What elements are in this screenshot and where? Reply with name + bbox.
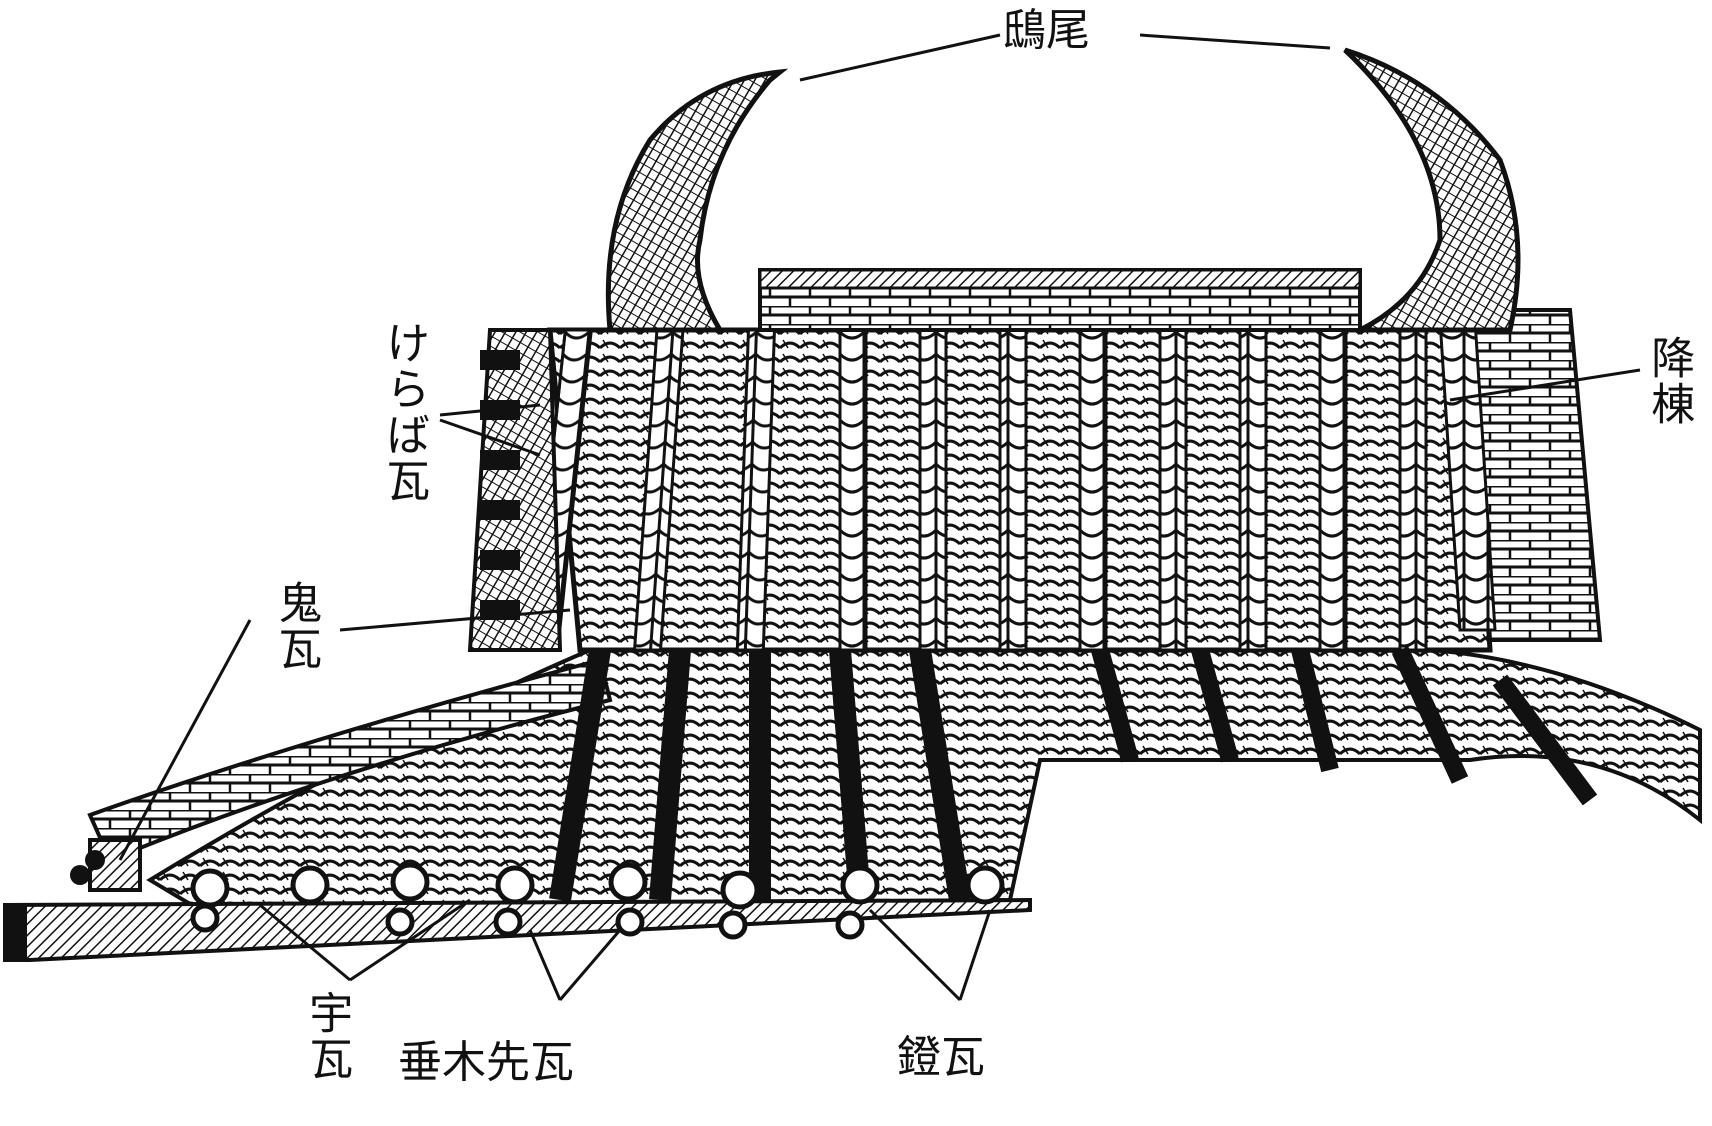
keraba-tiles <box>467 328 563 652</box>
ridge <box>758 268 1362 332</box>
label-abumi: 鐙瓦 <box>897 1032 985 1083</box>
label-shibi: 鴟尾 <box>1002 5 1090 56</box>
label-nokigawara: 宇瓦 <box>301 990 353 1082</box>
shibi-left <box>605 68 789 333</box>
shibi-right <box>1343 47 1521 333</box>
end-tiles <box>190 862 1005 940</box>
label-taruki: 垂木先瓦 <box>398 1037 574 1088</box>
label-keraba: けらば瓦 <box>378 320 430 504</box>
label-kudarimune: 降棟 <box>1643 335 1695 427</box>
leader-lines <box>118 33 1641 1002</box>
kudarimune <box>1438 308 1603 642</box>
onigawara <box>70 838 142 892</box>
eave-tile-columns <box>549 646 1598 902</box>
label-onigawara: 鬼瓦 <box>270 580 322 672</box>
